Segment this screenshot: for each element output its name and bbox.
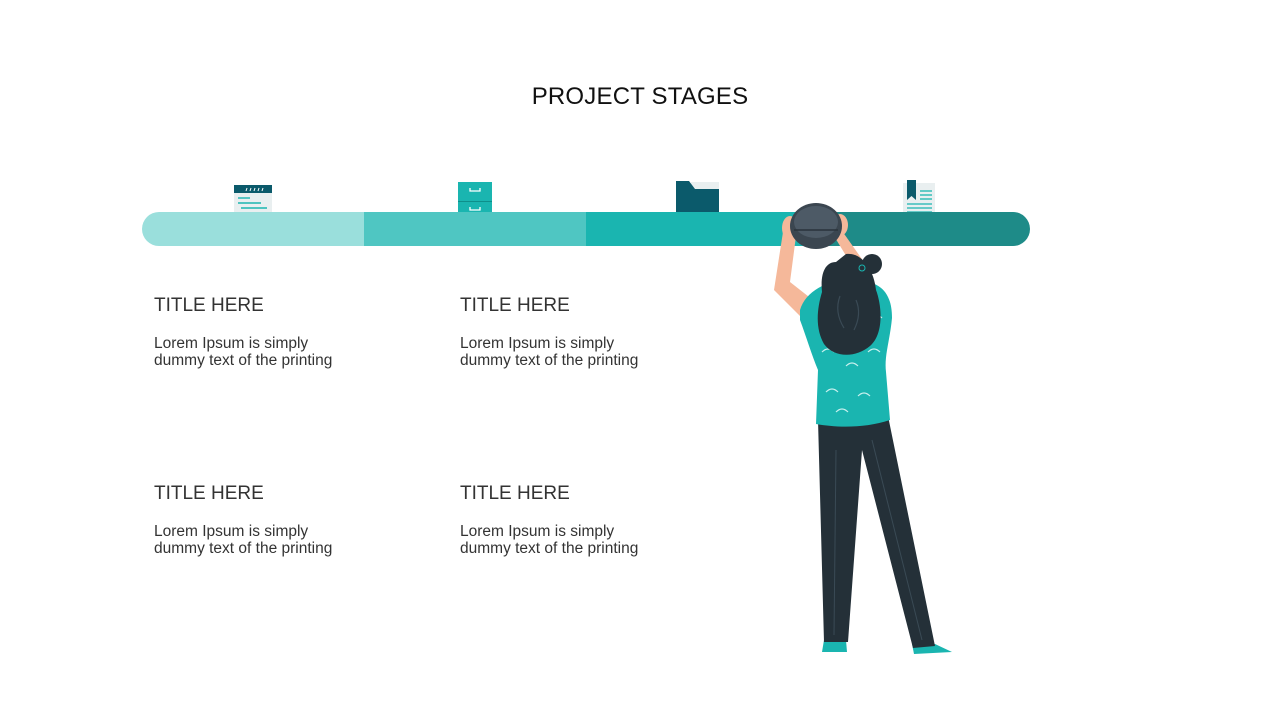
stage-1-segment bbox=[142, 212, 364, 246]
stage-3-segment bbox=[586, 212, 808, 246]
stage-card-2: TITLE HERE Lorem Ipsum is simply dummy t… bbox=[460, 295, 720, 369]
card-title: TITLE HERE bbox=[154, 295, 264, 316]
card-body: Lorem Ipsum is simply dummy text of the … bbox=[460, 523, 639, 557]
card-body: Lorem Ipsum is simply dummy text of the … bbox=[154, 523, 333, 557]
card-body: Lorem Ipsum is simply dummy text of the … bbox=[154, 335, 333, 369]
card-title: TITLE HERE bbox=[460, 295, 570, 316]
stage-card-4: TITLE HERE Lorem Ipsum is simply dummy t… bbox=[460, 483, 720, 557]
woman-illustration bbox=[774, 203, 952, 654]
page-title: PROJECT STAGES bbox=[531, 83, 749, 110]
stage-card-3: TITLE HERE Lorem Ipsum is simply dummy t… bbox=[154, 483, 414, 557]
card-title: TITLE HERE bbox=[460, 483, 570, 504]
stage-2-segment bbox=[364, 212, 586, 246]
folder-icon bbox=[676, 181, 719, 219]
card-body: Lorem Ipsum is simply dummy text of the … bbox=[460, 335, 639, 369]
stages-bar bbox=[142, 212, 1030, 246]
card-title: TITLE HERE bbox=[154, 483, 264, 504]
stage-card-1: TITLE HERE Lorem Ipsum is simply dummy t… bbox=[154, 295, 414, 369]
